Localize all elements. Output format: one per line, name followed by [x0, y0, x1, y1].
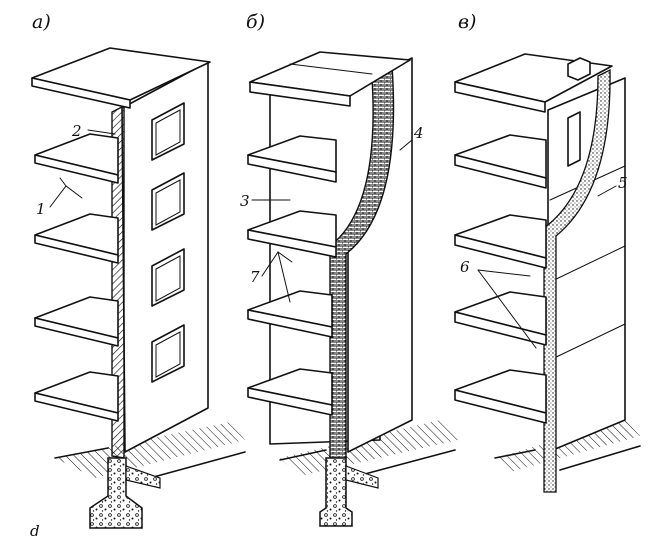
panel-a-windows — [151, 102, 185, 383]
panel-a-building — [31, 47, 246, 529]
panel-a-callout-2: 2 — [71, 122, 82, 140]
panel-c-callout-6: 6 — [460, 258, 470, 276]
panel-a-label: а) — [32, 11, 51, 33]
panel-b-label: б) — [246, 11, 265, 33]
panel-a-callout-1: 1 — [36, 200, 46, 218]
panel-b-building — [247, 51, 458, 527]
corner-mark: d — [30, 522, 40, 540]
panel-b-callout-4: 4 — [413, 124, 424, 142]
panel-c-callout-5: 5 — [618, 174, 628, 192]
panel-c-label: в) — [458, 11, 476, 33]
panel-c-building — [454, 53, 641, 493]
panel-b-callout-3: 3 — [240, 192, 250, 210]
panel-b-callout-7: 7 — [250, 268, 260, 286]
